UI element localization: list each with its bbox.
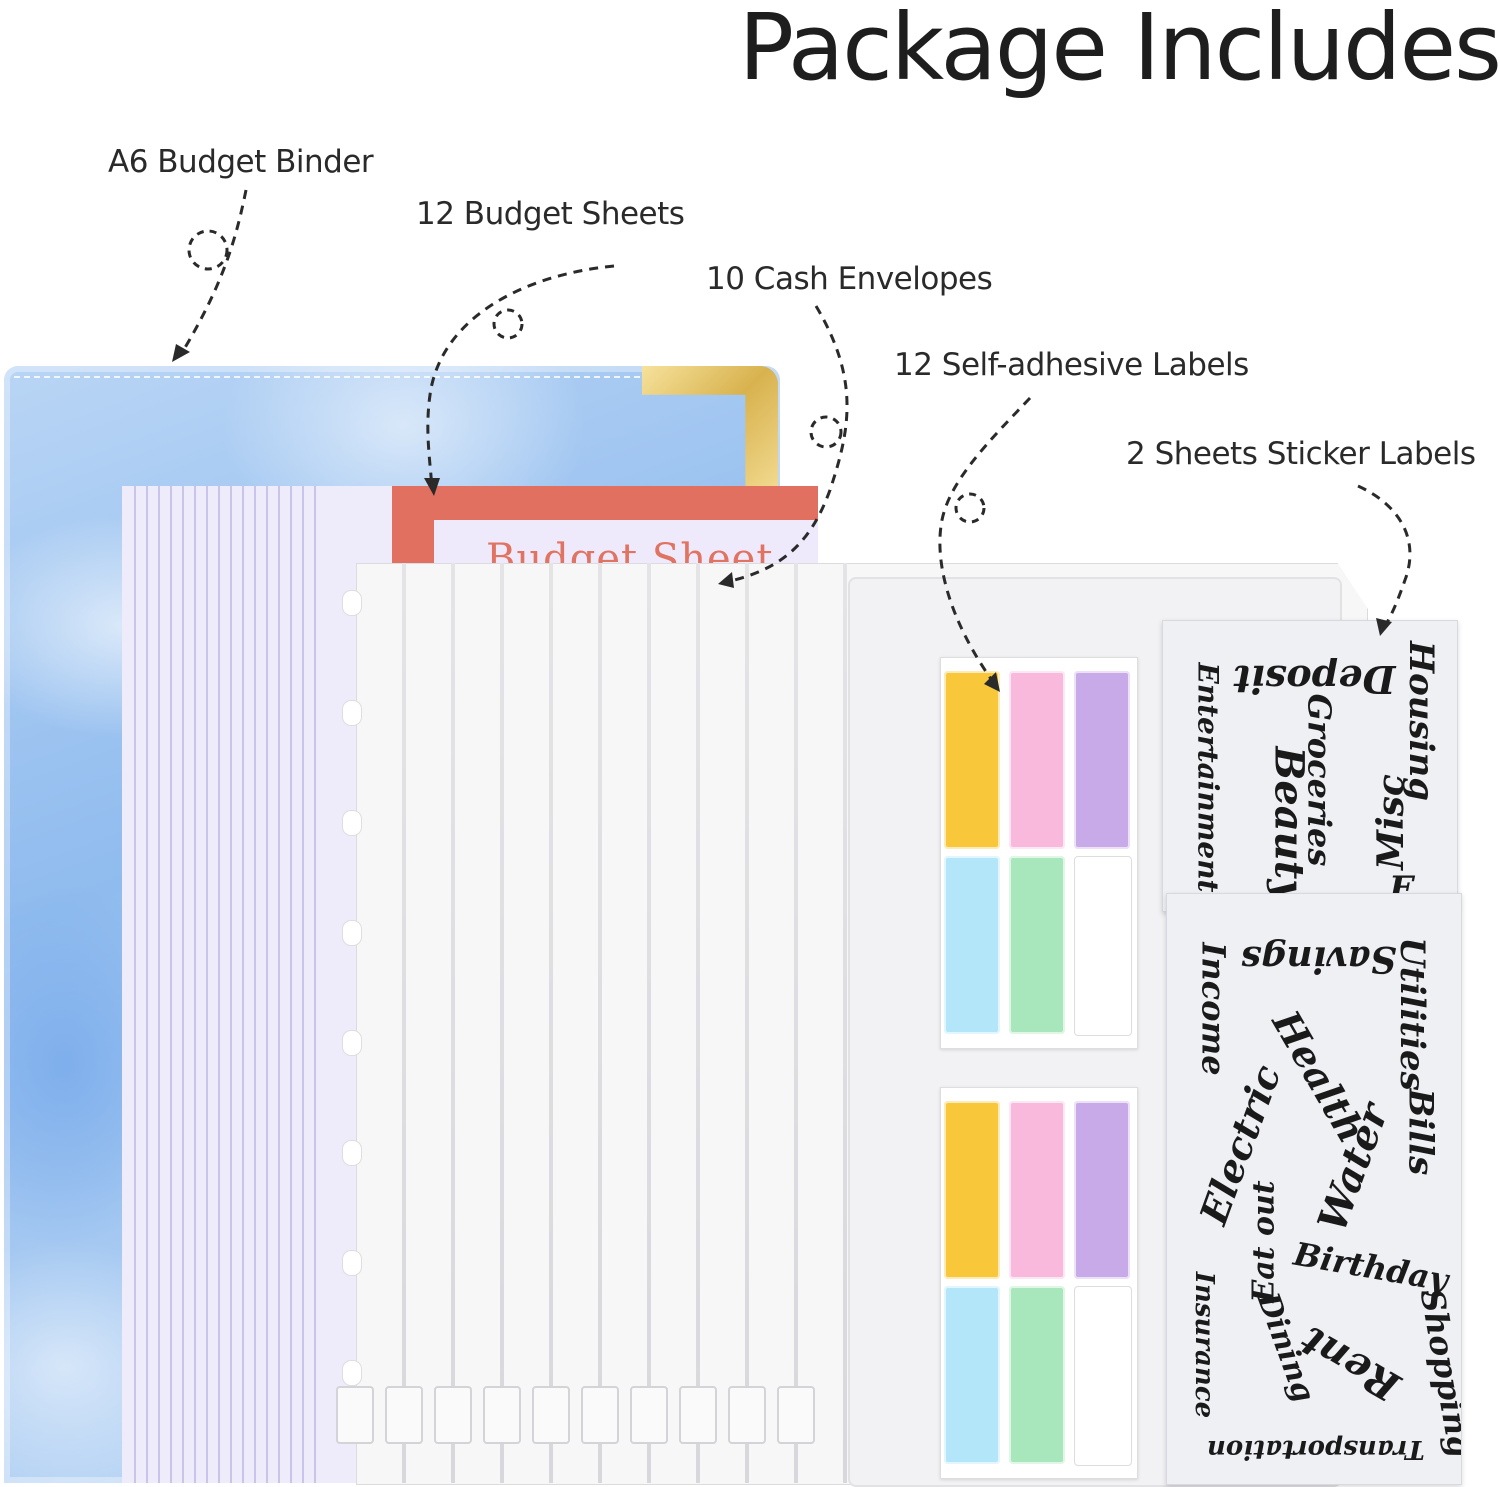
page-title: Package Includes bbox=[738, 0, 1500, 101]
arrow-labels bbox=[938, 396, 1032, 687]
ring-hole bbox=[342, 920, 362, 946]
zipper-pull bbox=[581, 1386, 619, 1444]
ring-hole bbox=[342, 1140, 362, 1166]
binder-stitching bbox=[14, 376, 770, 378]
label-tab bbox=[944, 856, 1000, 1034]
ring-hole bbox=[342, 700, 362, 726]
arrow-loop bbox=[187, 229, 229, 271]
zipper-pull bbox=[679, 1386, 717, 1444]
label-tab bbox=[1009, 1101, 1065, 1279]
zipper-pull bbox=[434, 1386, 472, 1444]
envelope-zipper bbox=[794, 563, 798, 1483]
ring-hole bbox=[342, 1360, 362, 1386]
ring-hole bbox=[342, 590, 362, 616]
sheet-edge bbox=[206, 486, 208, 1483]
envelope-zipper bbox=[500, 563, 504, 1483]
self-adhesive-label-sheet-1 bbox=[940, 657, 1138, 1049]
arrow-binder bbox=[178, 189, 248, 357]
label-tab bbox=[1009, 856, 1065, 1034]
label-tab bbox=[1074, 1101, 1130, 1279]
callout-sheets: 12 Budget Sheets bbox=[416, 196, 685, 232]
ring-hole bbox=[342, 1030, 362, 1056]
zipper-pull bbox=[336, 1386, 374, 1444]
ring-hole bbox=[342, 810, 362, 836]
zipper-pull bbox=[483, 1386, 521, 1444]
zipper-pull bbox=[385, 1386, 423, 1444]
arrow-loop bbox=[954, 492, 986, 524]
label-tab bbox=[1074, 1286, 1132, 1466]
zipper-pull bbox=[630, 1386, 668, 1444]
arrowhead bbox=[424, 478, 440, 496]
envelope-zipper bbox=[696, 563, 700, 1483]
arrow-loop bbox=[809, 415, 843, 449]
sheet-edge bbox=[266, 486, 268, 1483]
envelope-zipper bbox=[402, 563, 406, 1483]
self-adhesive-label-sheet-2 bbox=[940, 1087, 1138, 1479]
callout-labels: 12 Self-adhesive Labels bbox=[894, 347, 1249, 383]
envelope-zipper bbox=[843, 563, 847, 1483]
sticker-label-sheet-1: Housing Deposit Entertainment Groceries … bbox=[1162, 620, 1458, 912]
envelope-zipper bbox=[647, 563, 651, 1483]
sheet-edge bbox=[134, 486, 136, 1483]
sheet-edge bbox=[182, 486, 184, 1483]
sheet-edge bbox=[290, 486, 292, 1483]
sheet-edge bbox=[158, 486, 160, 1483]
sheet-edge bbox=[314, 486, 316, 1483]
arrow-stickers bbox=[1357, 484, 1412, 631]
sheet-edge bbox=[278, 486, 280, 1483]
label-tab bbox=[1074, 856, 1132, 1036]
label-tab bbox=[944, 1101, 1000, 1279]
arrow-sheets bbox=[426, 264, 615, 489]
sheet-edge bbox=[146, 486, 148, 1483]
sheet-edge bbox=[254, 486, 256, 1483]
label-tab bbox=[1074, 671, 1130, 849]
arrow-loop bbox=[492, 308, 524, 340]
arrowhead bbox=[1376, 618, 1392, 636]
envelope-zipper bbox=[598, 563, 602, 1483]
arrowhead bbox=[984, 672, 1000, 692]
sheet-edge bbox=[194, 486, 196, 1483]
ring-hole bbox=[342, 1250, 362, 1276]
sheet-edge bbox=[170, 486, 172, 1483]
zipper-pull bbox=[728, 1386, 766, 1444]
label-tab bbox=[944, 1286, 1000, 1464]
callout-envelopes: 10 Cash Envelopes bbox=[706, 261, 993, 297]
sheet-edge bbox=[218, 486, 220, 1483]
zipper-pull bbox=[532, 1386, 570, 1444]
label-tab bbox=[1009, 1286, 1065, 1464]
sheet-edge bbox=[230, 486, 232, 1483]
arrowhead bbox=[172, 344, 190, 362]
envelope-zipper bbox=[745, 563, 749, 1483]
envelope-zipper bbox=[451, 563, 455, 1483]
envelope-zipper bbox=[549, 563, 553, 1483]
sheet-edge bbox=[242, 486, 244, 1483]
arrow-envelopes bbox=[725, 305, 849, 584]
sheet-edge bbox=[302, 486, 304, 1483]
zipper-pull bbox=[777, 1386, 815, 1444]
arrowhead bbox=[718, 572, 734, 588]
label-tab bbox=[1009, 671, 1065, 849]
sticker-label-sheet-2: Income Savings Utilities Health Electric… bbox=[1166, 893, 1462, 1485]
callout-stickers: 2 Sheets Sticker Labels bbox=[1126, 436, 1476, 472]
label-tab bbox=[944, 671, 1000, 849]
callout-binder: A6 Budget Binder bbox=[108, 144, 374, 180]
